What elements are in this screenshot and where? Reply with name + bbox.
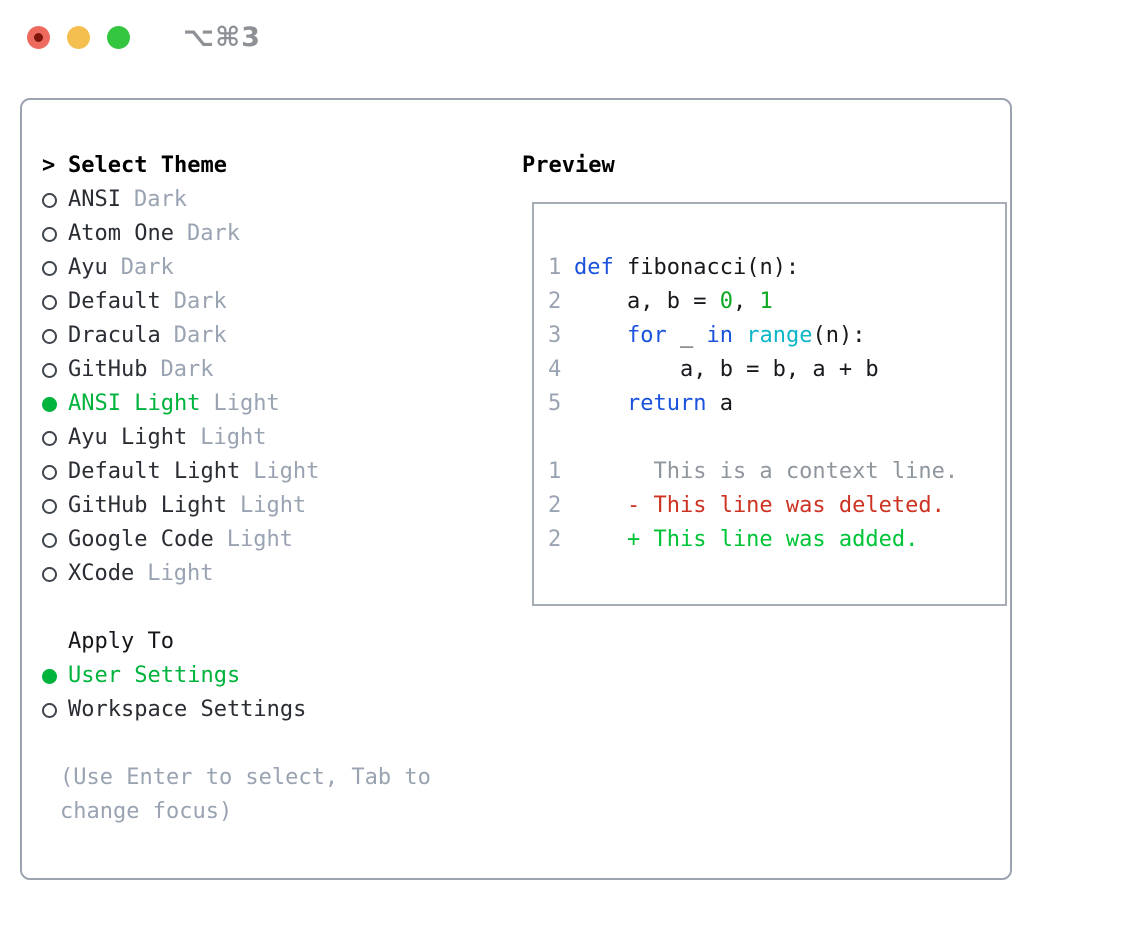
line-number: 2 xyxy=(548,289,562,314)
theme-variant-label: Dark xyxy=(120,255,174,280)
theme-option[interactable]: Ayu Dark xyxy=(22,251,500,285)
preview-code-line: 4 a, b = b, a + b xyxy=(548,353,995,387)
line-number: 1 xyxy=(548,255,562,280)
code-tokens: - This line was deleted. xyxy=(574,493,945,518)
apply-to-label: Workspace Settings xyxy=(68,697,307,722)
theme-name: Default Light xyxy=(68,459,241,484)
radio-icon[interactable] xyxy=(42,532,57,548)
radio-icon[interactable] xyxy=(42,226,57,242)
theme-name: Ayu xyxy=(68,255,108,280)
line-number: 1 xyxy=(548,459,562,484)
theme-option[interactable]: Default Dark xyxy=(22,285,500,319)
theme-variant-label: Dark xyxy=(186,221,240,246)
preview-code-line: 2 - This line was deleted. xyxy=(548,489,995,523)
code-tokens: for _ in range(n): xyxy=(626,323,866,348)
theme-option[interactable]: ANSI Light Light xyxy=(22,387,500,421)
preview-code-line: 2 a, b = 0, 1 xyxy=(548,285,995,319)
radio-icon[interactable] xyxy=(42,702,57,718)
theme-option[interactable]: Google Code Light xyxy=(22,523,500,557)
apply-to-label: User Settings xyxy=(68,663,241,688)
theme-option[interactable]: Default Light Light xyxy=(22,455,500,489)
code-tokens: + This line was added. xyxy=(574,527,919,552)
line-number: 5 xyxy=(548,391,562,416)
preview-code-line: 5 return a xyxy=(548,387,995,421)
theme-option[interactable]: ANSI Dark xyxy=(22,183,500,217)
cursor-icon: > xyxy=(42,153,56,178)
radio-selected-icon[interactable] xyxy=(42,396,57,412)
theme-name: GitHub xyxy=(68,357,148,382)
line-number: 2 xyxy=(548,493,562,518)
preview-code-line: 1 This is a context line. xyxy=(548,455,995,489)
theme-name: Atom One xyxy=(68,221,174,246)
theme-variant-label: Light xyxy=(226,527,293,552)
radio-icon[interactable] xyxy=(42,362,57,378)
line-number: 3 xyxy=(548,323,562,348)
theme-variant-label: Light xyxy=(253,459,320,484)
code-tokens: a, b = 0, 1 xyxy=(574,289,773,314)
theme-variant-label: Dark xyxy=(173,289,227,314)
preview-title: Preview xyxy=(522,153,615,178)
theme-option[interactable]: XCode Light xyxy=(22,557,500,591)
theme-option[interactable]: Dracula Dark xyxy=(22,319,500,353)
theme-variant-label: Dark xyxy=(160,357,214,382)
theme-variant-label: Light xyxy=(239,493,307,518)
radio-icon[interactable] xyxy=(42,294,57,310)
theme-option[interactable]: Atom One Dark xyxy=(22,217,500,251)
minimize-button-icon[interactable] xyxy=(67,25,90,49)
code-tokens: This is a context line. xyxy=(574,459,959,484)
select-theme-header: > Select Theme xyxy=(22,149,500,183)
theme-name: ANSI xyxy=(68,187,121,212)
theme-name: Default xyxy=(68,289,161,314)
radio-icon[interactable] xyxy=(42,430,57,446)
theme-name: ANSI Light xyxy=(68,391,201,416)
theme-option[interactable]: GitHub Dark xyxy=(22,353,500,387)
theme-option[interactable]: Ayu Light Light xyxy=(22,421,500,455)
theme-name: Ayu Light xyxy=(68,425,188,450)
keyboard-hint: (Use Enter to select, Tab to change focu… xyxy=(60,765,431,824)
window-shortcut-label: ⌥⌘3 xyxy=(183,21,261,53)
close-button-icon[interactable] xyxy=(27,25,50,49)
radio-icon[interactable] xyxy=(42,498,57,514)
theme-name: GitHub Light xyxy=(68,493,227,518)
code-tokens: a, b = b, a + b xyxy=(574,357,879,382)
code-tokens: return a xyxy=(626,391,733,416)
theme-variant-label: Light xyxy=(147,561,214,586)
apply-to-option[interactable]: Workspace Settings xyxy=(22,693,500,727)
theme-option[interactable]: GitHub Light Light xyxy=(22,489,500,523)
line-number xyxy=(548,421,562,455)
preview-code-line xyxy=(548,421,995,455)
theme-variant-label: Dark xyxy=(133,187,187,212)
theme-name: Dracula xyxy=(68,323,161,348)
preview-code-line: 2 + This line was added. xyxy=(548,523,995,557)
maximize-button-icon[interactable] xyxy=(107,25,130,49)
theme-variant-label: Light xyxy=(200,425,267,450)
theme-variant-label: Dark xyxy=(173,323,227,348)
apply-to-header: Apply To xyxy=(22,625,500,659)
line-number: 2 xyxy=(548,527,562,552)
radio-icon[interactable] xyxy=(42,566,57,582)
theme-name: Google Code xyxy=(68,527,214,552)
radio-icon[interactable] xyxy=(42,464,57,480)
theme-name: XCode xyxy=(68,561,135,586)
radio-selected-icon[interactable] xyxy=(42,668,57,684)
radio-icon[interactable] xyxy=(42,260,57,276)
line-number: 4 xyxy=(548,357,562,382)
titlebar: ⌥⌘3 xyxy=(0,0,1140,74)
radio-icon[interactable] xyxy=(42,328,57,344)
apply-to-title: Apply To xyxy=(68,629,174,654)
preview-code-line: 3 for _ in range(n): xyxy=(548,319,995,353)
theme-variant-label: Light xyxy=(213,391,280,416)
code-tokens: def fibonacci(n): xyxy=(574,255,800,280)
preview-code-line: 1 def fibonacci(n): xyxy=(548,251,995,285)
apply-to-option[interactable]: User Settings xyxy=(22,659,500,693)
select-theme-title: Select Theme xyxy=(68,153,227,178)
spacer xyxy=(22,591,500,625)
radio-icon[interactable] xyxy=(42,192,57,208)
